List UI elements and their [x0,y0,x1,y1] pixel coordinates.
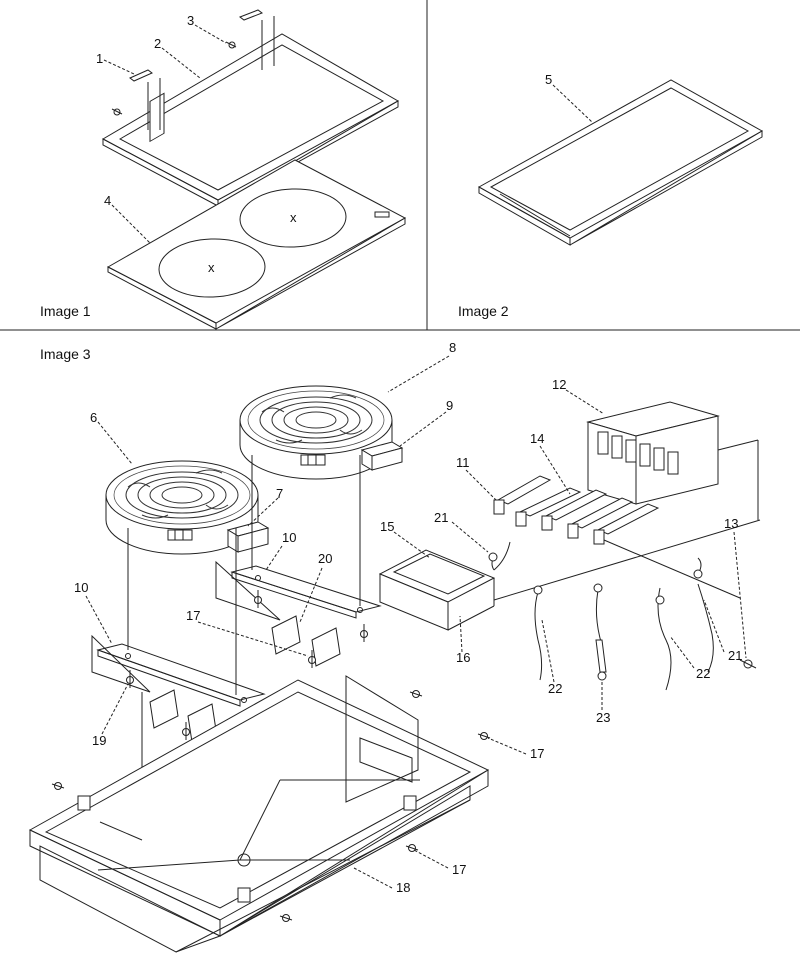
svg-text:x: x [290,210,297,225]
screw-icon [51,782,65,790]
callout-13: 13 [724,516,738,531]
screw-icon [477,732,491,740]
image-1-caption: Image 1 [40,303,91,319]
callout-23: 23 [596,710,610,725]
callout-14: 14 [530,431,544,446]
callout-6: 6 [90,410,97,425]
burner-box [28,675,490,953]
callout-7: 7 [276,486,283,501]
screw-icon [111,108,123,116]
heating-element-small [105,460,259,555]
screw-icon [739,659,757,669]
image-1-callouts: 1 2 3 4 [96,13,227,244]
callout-8: 8 [449,340,456,355]
screw-icon [126,670,134,688]
svg-text:x: x [208,260,215,275]
screw-icon [254,590,262,608]
callout-17a: 17 [186,608,200,623]
callout-10a: 10 [282,530,296,545]
callout-18: 18 [396,880,410,895]
callout-3: 3 [187,13,194,28]
bracket-back-plates [91,560,281,693]
screw-icon [225,41,237,49]
image-1-cooktop-glass: x x [106,159,407,330]
screw-icon [308,650,316,668]
callout-1: 1 [96,51,103,66]
image-3-callouts: 6 7 8 9 10 10 11 12 13 14 15 16 17 17 17… [74,340,747,895]
image-3-caption: Image 3 [40,346,91,362]
screw-icon [409,690,423,698]
callout-20: 20 [318,551,332,566]
image-2-callouts: 5 [545,72,593,123]
callout-9: 9 [446,398,453,413]
callout-2: 2 [154,36,161,51]
panel-dividers [0,0,800,331]
callout-10b: 10 [74,580,88,595]
callout-21a: 21 [434,510,448,525]
image-1-trim-frame [101,9,400,207]
terminal-block [586,401,759,520]
image-2-cooktop-assembly [477,79,764,246]
thermal-limiter [360,441,404,471]
callout-22b: 22 [696,666,710,681]
callout-19: 19 [92,733,106,748]
callout-11: 11 [456,455,470,470]
terminal-leads [493,475,741,599]
callout-12: 12 [552,377,566,392]
heating-element-large [239,385,393,480]
callout-21b: 21 [728,648,742,663]
callout-4: 4 [104,193,111,208]
mounting-bracket-rear [230,565,382,667]
callout-16: 16 [456,650,470,665]
callout-17b: 17 [530,746,544,761]
image-2-caption: Image 2 [458,303,509,319]
callout-17c: 17 [452,862,466,877]
callout-22a: 22 [548,681,562,696]
wire-harness [488,541,714,691]
screw-icon [360,624,368,642]
callout-15: 15 [380,519,394,534]
screw-icon [182,722,190,740]
screw-icon [405,844,419,852]
callout-5: 5 [545,72,552,87]
screw-icon [279,914,293,922]
